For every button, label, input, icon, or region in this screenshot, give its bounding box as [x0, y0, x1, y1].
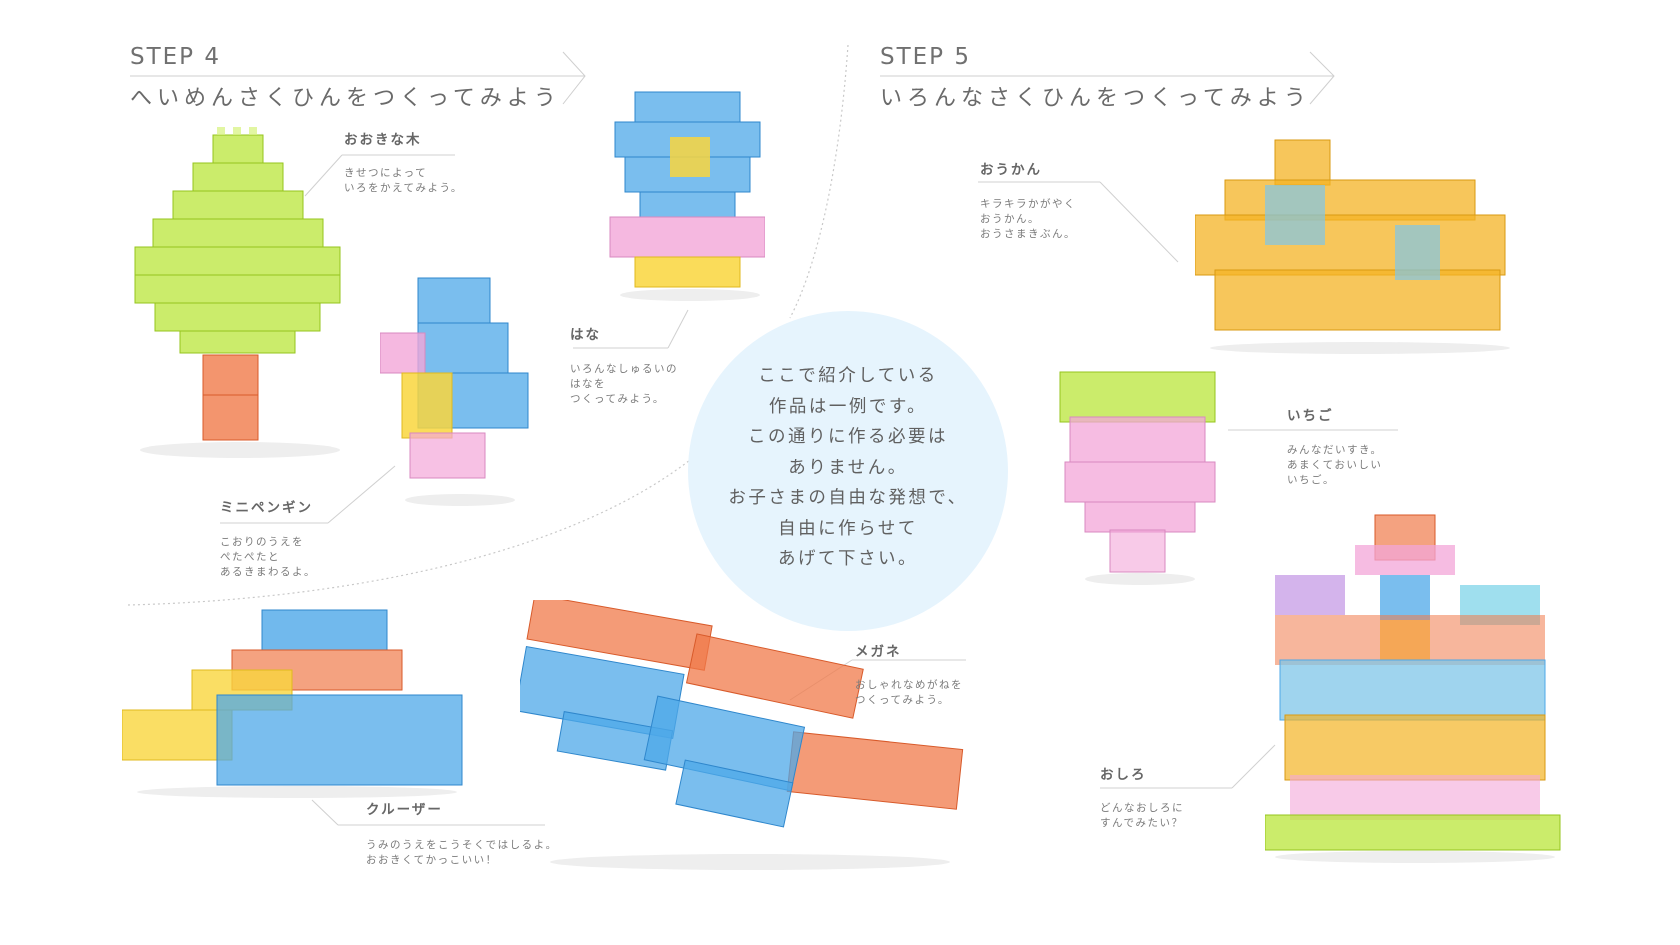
penguin-desc: こおりのうえを ぺたぺたと あるきまわるよ。 [220, 535, 316, 580]
step5-title: いろんなさくひんをつくってみよう [880, 86, 1311, 111]
crown-name: おうかん [980, 162, 1042, 178]
cruiser-desc: うみのうえをこうそくではしるよ。 おおきくてかっこいい！ [366, 838, 558, 868]
crown-block-image [1195, 139, 1510, 354]
strawberry-name: いちご [1287, 408, 1334, 424]
cruiser-desc-line: うみのうえをこうそくではしるよ。 [366, 839, 558, 851]
castle-desc-line: どんなおしろに [1100, 802, 1184, 814]
castle-block-image [1265, 514, 1561, 863]
tree-block-image [134, 127, 341, 458]
notice-circle [688, 311, 1008, 631]
flower-block-image [609, 91, 765, 301]
strawberry-block-image [1059, 371, 1216, 585]
strawberry-desc-line: みんなだいすき。 [1287, 444, 1383, 456]
crown-desc-line: キラキラかがやく [980, 198, 1076, 210]
castle-name: おしろ [1100, 767, 1147, 783]
cruiser-desc-line: おおきくてかっこいい！ [366, 854, 498, 866]
notice-line: 作品は一例です。 [768, 396, 928, 417]
flower-name: はな [570, 327, 601, 343]
notice-line: この通りに作る必要は [748, 427, 948, 447]
flower-desc: いろんなしゅるいの はなを つくってみよう。 [570, 362, 678, 407]
penguin-name: ミニペンギン [220, 500, 313, 516]
flower-desc-line: つくってみよう。 [570, 393, 665, 405]
tree-desc-line: いろをかえてみよう。 [344, 182, 463, 194]
tree-desc: きせつによって いろをかえてみよう。 [344, 166, 463, 196]
glasses-desc-line: おしゃれなめがねを [855, 679, 963, 691]
strawberry-desc-line: あまくておいしい [1287, 459, 1383, 471]
crown-desc-line: おうかん。 [980, 213, 1040, 225]
notice-line: 自由に作らせて [778, 518, 918, 539]
crown-desc-line: おうさまきぶん。 [980, 228, 1076, 240]
notice-line: ここで紹介している [758, 366, 938, 386]
step4-label: STEP 4 [130, 44, 221, 70]
castle-desc: どんなおしろに すんでみたい？ [1100, 801, 1184, 831]
tree-name: おおきな木 [344, 132, 422, 148]
flower-desc-line: はなを [570, 378, 606, 390]
notice-text: ここで紹介している 作品は一例です。 この通りに作る必要は ありません。 お子さ… [688, 361, 1008, 575]
crown-desc: キラキラかがやく おうかん。 おうさまきぶん。 [980, 197, 1076, 242]
penguin-desc-line: こおりのうえを [220, 536, 304, 548]
step5-label: STEP 5 [880, 44, 971, 70]
glasses-block-image [520, 600, 964, 870]
glasses-desc: おしゃれなめがねを つくってみよう。 [855, 678, 963, 708]
step4-title: へいめんさくひんをつくってみよう [130, 86, 561, 111]
cruiser-block-image [122, 609, 463, 798]
glasses-name: メガネ [855, 644, 902, 660]
penguin-desc-line: あるきまわるよ。 [220, 566, 316, 578]
penguin-block-image [380, 277, 529, 506]
notice-line: あげて下さい。 [778, 549, 918, 569]
flower-desc-line: いろんなしゅるいの [570, 363, 678, 375]
strawberry-desc: みんなだいすき。 あまくておいしい いちご。 [1287, 443, 1382, 488]
penguin-desc-line: ぺたぺたと [220, 551, 280, 563]
notice-line: ありません。 [788, 457, 908, 478]
notice-line: お子さまの自由な発想で、 [728, 488, 968, 508]
glasses-desc-line: つくってみよう。 [855, 694, 950, 706]
cruiser-name: クルーザー [366, 802, 443, 818]
tree-desc-line: きせつによって [344, 167, 428, 179]
strawberry-desc-line: いちご。 [1287, 474, 1335, 486]
castle-desc-line: すんでみたい？ [1100, 817, 1184, 829]
